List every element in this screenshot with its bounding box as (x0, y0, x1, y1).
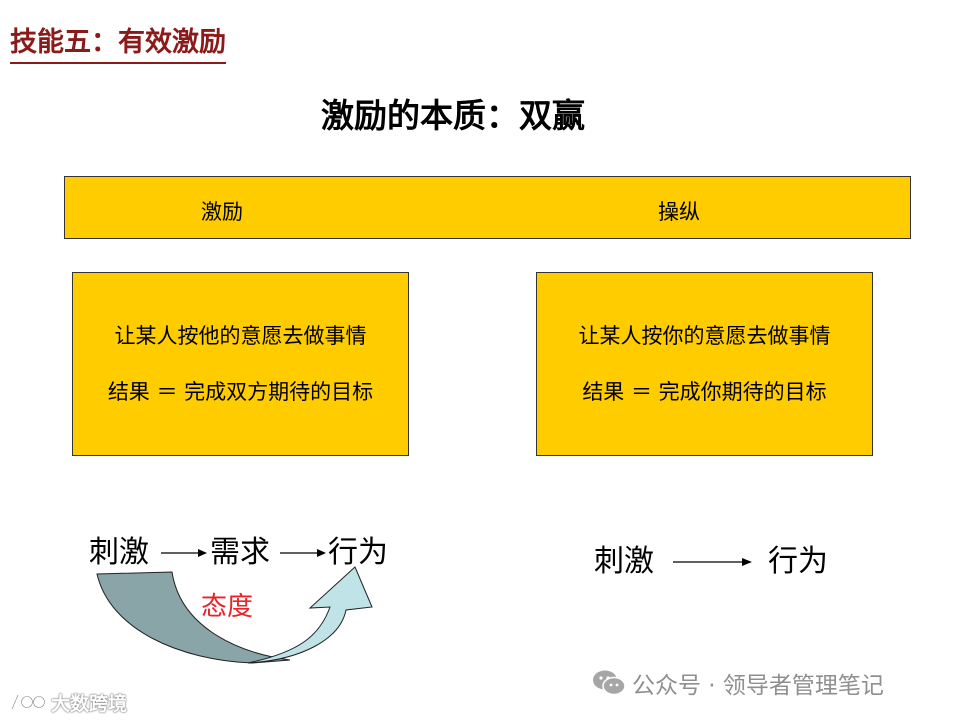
right-flow-stimulus: 刺激 (594, 544, 654, 579)
left-flow-behavior: 行为 (328, 535, 388, 570)
watermark-wechat: 公众号 · 领导者管理笔记 (592, 666, 884, 700)
header-bar-left-label: 激励 (201, 200, 243, 224)
logo-icon (10, 694, 46, 710)
main-heading: 激励的本质：双赢 (321, 96, 585, 135)
left-box-definition: 让某人按他的意愿去做事情 (114, 324, 367, 348)
watermark-logo-text: 大数跨境 (51, 692, 128, 715)
left-flow-need: 需求 (210, 535, 270, 570)
arrow-stimulus-to-behavior-right (673, 558, 752, 566)
left-box: 让某人按他的意愿去做事情 结果 ＝ 完成双方期待的目标 (72, 272, 409, 456)
arrow-need-to-behavior (280, 549, 326, 557)
left-flow-stimulus: 刺激 (89, 535, 149, 570)
left-flow-attitude: 态度 (201, 592, 254, 622)
right-flow-behavior: 行为 (768, 544, 828, 579)
watermark-logo: 大数跨境 (8, 689, 127, 715)
slide-title: 技能五：有效激励 (10, 26, 226, 64)
wechat-icon (593, 670, 626, 696)
left-box-result: 结果 ＝ 完成双方期待的目标 (107, 380, 374, 404)
curved-arrow-dark-band (96, 571, 291, 664)
right-box: 让某人按你的意愿去做事情 结果 ＝ 完成你期待的目标 (536, 272, 873, 456)
watermark-wechat-text: 公众号 · 领导者管理笔记 (632, 673, 884, 699)
header-bar (64, 176, 911, 239)
right-box-definition: 让某人按你的意愿去做事情 (578, 324, 831, 348)
header-bar-right-label: 操纵 (658, 200, 700, 224)
arrow-stimulus-to-need (161, 549, 207, 557)
right-box-result: 结果 ＝ 完成你期待的目标 (582, 380, 827, 404)
curved-arrow-light-band (247, 566, 373, 664)
